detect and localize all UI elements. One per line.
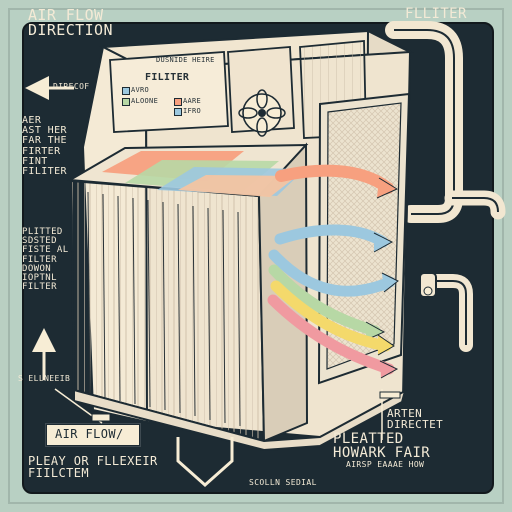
internal-arrow-green bbox=[268, 264, 381, 337]
bottom-down-arrow bbox=[176, 437, 234, 488]
top-left-label: AIR FLOW DIRECTION bbox=[28, 6, 113, 40]
left-arrow-note: S ELLNEEIB bbox=[18, 374, 71, 383]
legend-swatch-left-1 bbox=[122, 87, 130, 95]
bottom-center-caption: SCOLLN SEDIAL bbox=[249, 478, 317, 487]
legend-swatch-left-2 bbox=[122, 98, 130, 106]
top-right-label: FLLITER bbox=[405, 6, 467, 22]
air-flow-tag: AIR FLOW/ bbox=[46, 424, 140, 446]
internal-arrow-yellow bbox=[270, 280, 392, 352]
right-direction-caption: ARTEN DIRECTET bbox=[387, 407, 444, 432]
control-panel bbox=[109, 51, 229, 133]
left-filter-description: PLITTED SDSTED FISTE AL FILTER DOWON IOP… bbox=[22, 227, 69, 293]
internal-arrow-blue-2 bbox=[268, 249, 396, 297]
pipe-bottom-bend-outline bbox=[431, 280, 467, 345]
flow-band-peach bbox=[178, 175, 297, 197]
panel-small-top-text: DUSNIDE HEIRE bbox=[156, 56, 215, 64]
legend-swatch-right-2 bbox=[174, 108, 182, 116]
pleat-lines bbox=[87, 191, 241, 427]
legend-right-2: Ifro bbox=[183, 107, 202, 115]
unit-base bbox=[73, 388, 407, 452]
pipe-top-outline bbox=[394, 29, 455, 215]
legend-right-1: Aare bbox=[183, 97, 202, 105]
left-arrow-label: DIRECOF bbox=[53, 82, 90, 91]
legend-left-1: Avro bbox=[131, 86, 150, 94]
right-pleat-caption: PLEATTED HOWARK FAIR bbox=[333, 431, 431, 462]
left-air-direction-text: AER AST HER FAR THE FIRTER FINT FILITER bbox=[22, 115, 67, 177]
legend-left-2: Aloone bbox=[131, 97, 159, 105]
legend-swatch-right-1 bbox=[174, 98, 182, 106]
pipe-side-right-outline bbox=[452, 197, 499, 213]
internal-arrow-pink bbox=[267, 294, 395, 375]
right-bottom-caption: AIRSP EAAAE HOW bbox=[346, 460, 425, 469]
bottom-left-caption: PLEAY OR FLLEXEIR FIILCTEM bbox=[28, 454, 158, 481]
panel-title: FILITER bbox=[145, 72, 190, 83]
